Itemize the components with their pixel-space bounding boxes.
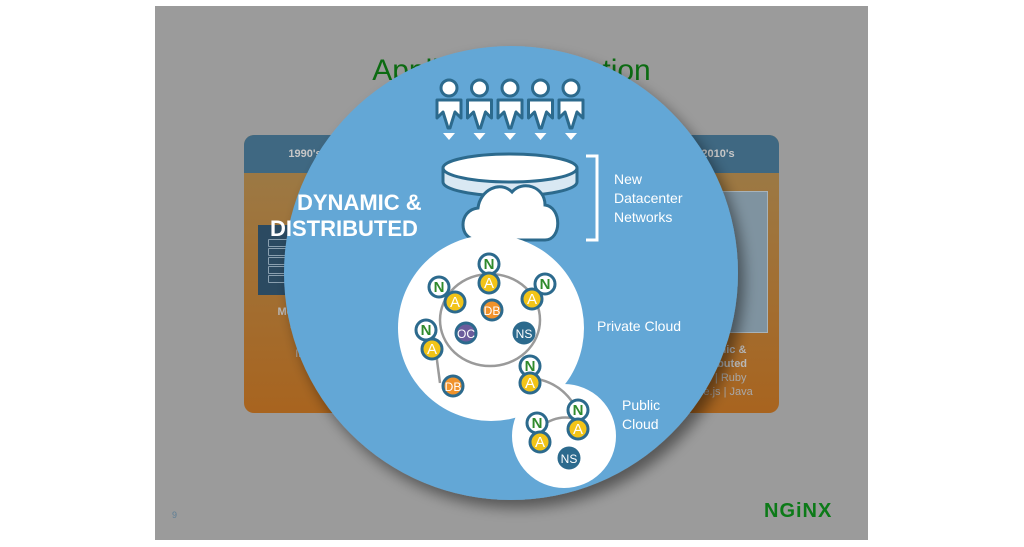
node-label: DB [445,380,462,394]
node-n: N [566,398,590,422]
headline-line-2: DISTRIBUTED [270,216,418,241]
node-n: N [414,318,438,342]
label-line: Public [622,397,661,413]
node-n: N [427,275,451,299]
datacenter-disk-icon [441,152,579,198]
node-label: DB [484,304,501,318]
headline: DYNAMIC & DISTRIBUTED [270,190,422,242]
cloud-icon [461,184,560,242]
node-ns: NS [512,321,536,345]
node-oc: OC [454,321,478,345]
arrow-down-icon [504,133,516,140]
node-a: A [528,430,552,454]
user-icon [435,78,463,130]
node-label: A [573,421,583,438]
user-icon [557,78,585,130]
node-label: A [535,434,545,451]
node-ns: NS [557,446,581,470]
node-label: N [540,276,551,293]
node-label: A [450,294,460,311]
node-a: A [566,417,590,441]
node-a: A [520,287,544,311]
node-label: A [427,341,437,358]
node-label: A [484,275,494,292]
page-number: 9 [172,510,178,520]
arrow-down-icon [534,133,547,140]
arrow-down-icon [443,133,455,140]
node-db: DB [441,374,465,398]
public-cloud-area [512,384,616,488]
datacenter-label: New Datacenter Networks [614,170,682,227]
user-icon [527,78,554,130]
node-label: N [434,279,445,296]
nginx-logo: NGiNX [764,500,833,522]
node-a: A [443,290,467,314]
label-line: Datacenter [614,190,683,206]
node-label: N [532,415,543,432]
users-group [435,78,585,140]
node-db: DB [480,298,504,322]
label-line: New [614,171,643,187]
node-label: A [525,375,535,392]
node-label: NS [561,452,578,466]
node-n: N [525,411,549,435]
user-icon [496,78,524,130]
user-icon [466,78,493,130]
bracket-icon [586,154,599,242]
node-label: N [573,402,584,419]
node-n: N [533,272,557,296]
node-n: N [477,252,501,276]
private-cloud-label: Private Cloud [597,318,682,334]
node-label: N [484,256,495,273]
node-a: A [518,371,542,395]
label-line: Cloud [622,416,659,432]
headline-line-1: DYNAMIC & [297,190,422,215]
arrow-down-icon [473,133,486,140]
arrow-down-icon [565,133,577,140]
node-label: A [527,291,537,308]
node-a: A [420,337,444,361]
node-label: OC [457,327,475,341]
node-a: A [477,271,501,295]
public-cloud-label: Public Cloud [622,396,660,434]
node-label: NS [516,327,533,341]
label-line: Networks [614,209,673,225]
node-label: N [421,322,432,339]
node-label: N [525,358,536,375]
